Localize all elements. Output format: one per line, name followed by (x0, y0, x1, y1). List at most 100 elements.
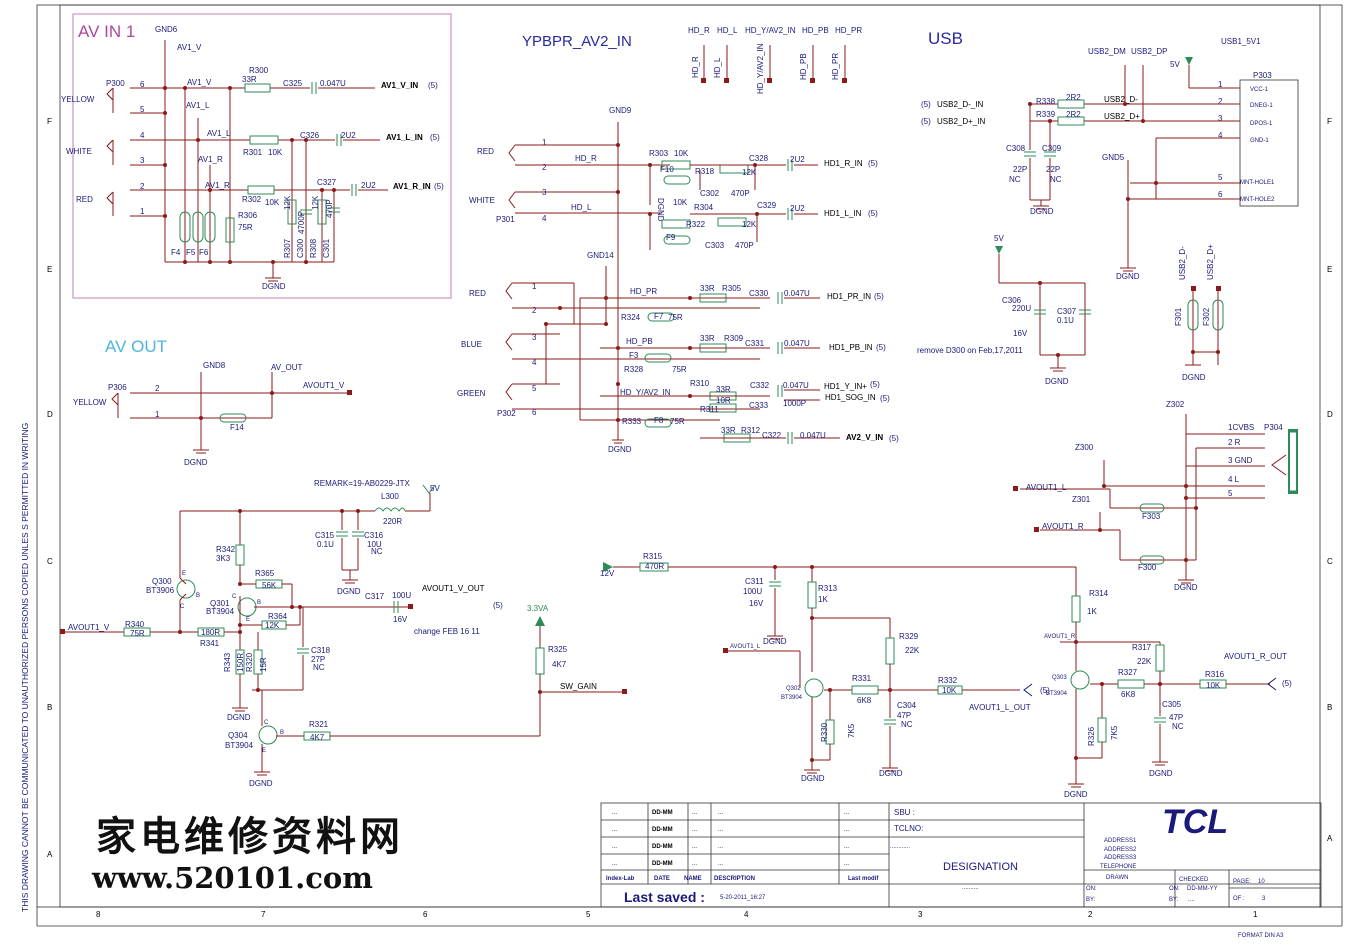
schematic-label: HD_Y/AV2_IN (756, 43, 765, 94)
schematic-label: GND-1 (1250, 138, 1269, 144)
schematic-label: (5) (1282, 679, 1292, 688)
schematic-label: 56K (262, 581, 277, 590)
schematic-label: 4700P (297, 211, 306, 234)
schematic-label: R329 (899, 632, 919, 641)
schematic-label: 470R (645, 562, 664, 571)
schematic-label: 2R2 (1066, 110, 1081, 119)
schematic-label: 1K (1087, 607, 1097, 616)
schematic-label: 2U2 (790, 204, 805, 213)
schematic-label: USB2_D+ (1104, 112, 1140, 121)
schematic-label: C306 (1002, 296, 1022, 305)
schematic-label: B (257, 600, 261, 606)
grid-row: D (47, 410, 53, 419)
schematic-label: F7 (654, 312, 664, 321)
grid-row: F (1327, 117, 1332, 126)
schematic-label: 4 (1218, 131, 1223, 140)
schematic-label: HD_PR (835, 26, 862, 35)
schematic-label: AVOUT1_L (730, 644, 761, 650)
schematic-label: 22P (1013, 165, 1027, 174)
schematic-label: F3 (629, 351, 639, 360)
schematic-label: 22P (1046, 165, 1060, 174)
schematic-label: DGND (1064, 790, 1088, 799)
schematic-label: R313 (818, 584, 838, 593)
schematic-label: C330 (749, 289, 769, 298)
schematic-label: HD_PR (831, 53, 840, 80)
schematic-label: R316 (1205, 670, 1225, 679)
watermark-cn: 家电维修资料网 (96, 813, 404, 860)
schematic-label: 5-20-2011_16:27 (720, 895, 766, 901)
schematic-label: C317 (365, 592, 385, 601)
schematic-label: 6 (140, 80, 145, 89)
schematic-label: BY: (1086, 897, 1096, 903)
grid-row: A (47, 850, 53, 859)
schematic-label: 1 (542, 138, 547, 147)
schematic-label: 6K8 (1121, 690, 1136, 699)
schematic-label: 10K (673, 198, 688, 207)
schematic-label: HD1_L_IN (824, 209, 862, 218)
schematic-label: HD_PR (630, 287, 657, 296)
schematic-label: 0.047U (784, 289, 810, 298)
schematic-label: AV1_R (205, 181, 230, 190)
schematic-label: AVOUT1_L_OUT (969, 703, 1031, 712)
schematic-label: (5) (868, 159, 878, 168)
schematic-label: HD_PB (626, 337, 653, 346)
schematic-label: 12K (742, 220, 757, 229)
schematic-label: DGND (763, 637, 787, 646)
section-title-ypbpr: YPBPR_AV2_IN (522, 33, 632, 50)
grid-row: A (1327, 834, 1333, 843)
schematic-label: ON: (1086, 886, 1097, 892)
schematic-label: DGND (801, 774, 825, 783)
schematic-label: R309 (724, 334, 744, 343)
schematic-label: DATE (654, 876, 670, 882)
schematic-label: DGND (184, 458, 208, 467)
schematic-label: DGND (656, 198, 665, 222)
schematic-label: BT3904 (781, 695, 803, 701)
schematic-label: Q302 (786, 686, 801, 692)
schematic-label: HD_Y/AV2_IN (745, 26, 796, 35)
schematic-label: C311 (745, 577, 764, 586)
grid-col: 6 (423, 910, 428, 919)
schematic-label: HD_Y/AV2_IN (620, 388, 671, 397)
schematic-label: (5) (921, 100, 931, 109)
schematic-label: 10U (367, 540, 382, 549)
schematic-label: 1 (140, 207, 145, 216)
schematic-label: DD-MM (652, 844, 673, 850)
schematic-label: 10K (268, 148, 283, 157)
schematic-label: REMARK=19-AB0229-JTX (314, 479, 410, 488)
schematic-label: DPOS-1 (1250, 121, 1273, 127)
schematic-label: AVOUT1_R_OUT (1224, 652, 1287, 661)
schematic-label: C326 (300, 131, 320, 140)
schematic-label: GND9 (609, 106, 632, 115)
schematic-label: (5) (428, 81, 438, 90)
grid-row: D (1327, 410, 1333, 419)
section-title-av-in: AV IN 1 (78, 22, 135, 41)
schematic-label: P302 (497, 409, 516, 418)
schematic-label: DGND (1182, 373, 1206, 382)
schematic-label: C316 (364, 531, 384, 540)
schematic-label: (5) (430, 133, 440, 142)
schematic-label: 3 (532, 333, 537, 342)
schematic-label: 3 (1218, 114, 1223, 123)
schematic-label: E (262, 748, 266, 754)
schematic-label: MNT-HOLE1 (1240, 180, 1275, 186)
schematic-label: ... (718, 861, 723, 867)
grid-row: F (47, 117, 52, 126)
schematic-label: DGND (337, 587, 361, 596)
av-out-block: AV OUT GND8 AV_OUT AVOUT1_V P306 YELLOW … (73, 337, 352, 467)
schematic-label: ... (692, 810, 697, 816)
schematic-label: AVOUT1_L (1026, 483, 1067, 492)
schematic-label: F6 (199, 248, 209, 257)
schematic-label: USB2_D- (1178, 246, 1187, 280)
schematic-label: R310 (690, 379, 710, 388)
schematic-label: 10R (716, 396, 731, 405)
schematic-label: remove D300 on Feb,17,2011 (917, 346, 1023, 355)
schematic-label: P300 (106, 79, 125, 88)
schematic-label: R343 (223, 652, 232, 672)
schematic-label: (5) (870, 380, 880, 389)
schematic-label: 470P (735, 241, 754, 250)
schematic-label: 33R (716, 385, 731, 394)
schematic-label: E (182, 571, 186, 577)
schematic-label: BT3904 (1046, 691, 1068, 697)
schematic-label: ... (718, 810, 723, 816)
